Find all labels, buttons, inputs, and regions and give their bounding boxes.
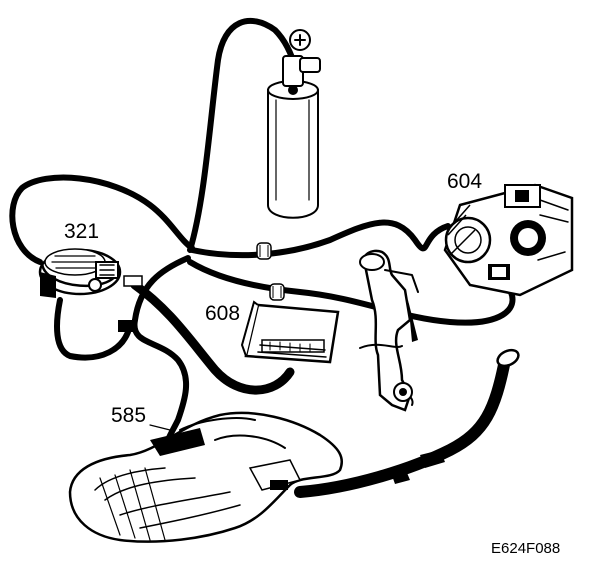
hose-canister-bottom bbox=[54, 297, 133, 361]
rigid-pipe-tank-sensor bbox=[130, 280, 295, 395]
hose-to-cylinder bbox=[187, 17, 299, 253]
hose-connector-lower bbox=[269, 283, 285, 301]
cylinder-valve bbox=[282, 29, 321, 95]
intake-bracket-assembly bbox=[359, 249, 419, 412]
control-module-608 bbox=[240, 300, 340, 364]
callout-604: 604 bbox=[447, 170, 482, 193]
canister-321 bbox=[38, 248, 122, 298]
throttle-body-604 bbox=[443, 183, 574, 297]
callout-608: 608 bbox=[205, 302, 240, 325]
leader-585 bbox=[149, 424, 171, 431]
hose-canister-loop bbox=[9, 174, 195, 265]
hose-connector-upper bbox=[256, 242, 272, 260]
hose-network bbox=[9, 17, 516, 498]
callout-321: 321 bbox=[64, 220, 99, 243]
pressure-cylinder bbox=[267, 29, 321, 219]
filler-neck-pipe bbox=[294, 354, 511, 498]
figure-code: E624F088 bbox=[491, 540, 560, 557]
filler-neck-cap bbox=[390, 348, 520, 484]
fuel-tank-585 bbox=[68, 411, 344, 543]
callout-585: 585 bbox=[111, 404, 146, 427]
hose-to-throttle bbox=[189, 219, 451, 259]
hose-clip-bracket bbox=[118, 275, 143, 332]
